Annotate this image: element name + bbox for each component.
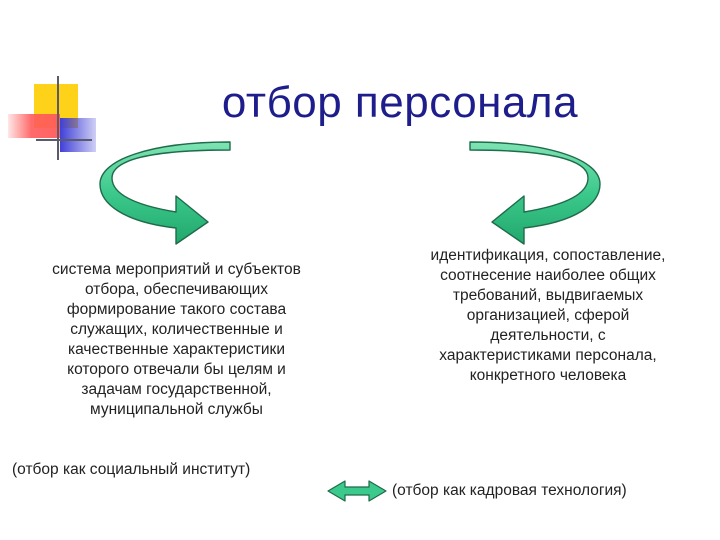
right-definition: идентификация, сопоставление, соотнесени… bbox=[392, 246, 704, 386]
left-definition-line: задачам государственной, bbox=[81, 381, 272, 398]
right-definition-line: конкретного человека bbox=[469, 367, 627, 384]
right-definition-line: идентификация, сопоставление, bbox=[430, 247, 666, 264]
double-arrow-icon bbox=[327, 480, 387, 502]
right-definition-line: деятельности, с bbox=[490, 327, 606, 344]
slide-title: отбор персонала bbox=[221, 78, 579, 127]
right-caption: (отбор как кадровая технология) bbox=[392, 482, 627, 499]
left-definition-line: формирование такого состава bbox=[66, 301, 287, 318]
left-definition-line: качественные характеристики bbox=[68, 341, 285, 358]
right-definition-line: характеристиками персонала, bbox=[439, 347, 657, 364]
left-definition: система мероприятий и субъектов отбора, … bbox=[4, 260, 349, 420]
left-definition-line: система мероприятий и субъектов bbox=[52, 261, 301, 278]
decorative-squares-icon bbox=[8, 76, 96, 160]
curved-arrow-right-icon bbox=[469, 141, 601, 245]
left-definition-line: служащих, количественные и bbox=[70, 321, 283, 338]
right-definition-line: требований, выдвигаемых bbox=[452, 287, 644, 304]
curved-arrow-left-icon bbox=[99, 141, 231, 245]
left-definition-line: которого отвечали бы целям и bbox=[67, 361, 286, 378]
right-definition-line: соотнесение наиболее общих bbox=[440, 267, 656, 284]
left-definition-line: муниципальной службы bbox=[90, 401, 263, 418]
right-definition-line: организацией, сферой bbox=[466, 307, 630, 324]
left-definition-line: отбора, обеспечивающих bbox=[84, 281, 269, 298]
left-caption: (отбор как социальный институт) bbox=[12, 461, 251, 478]
